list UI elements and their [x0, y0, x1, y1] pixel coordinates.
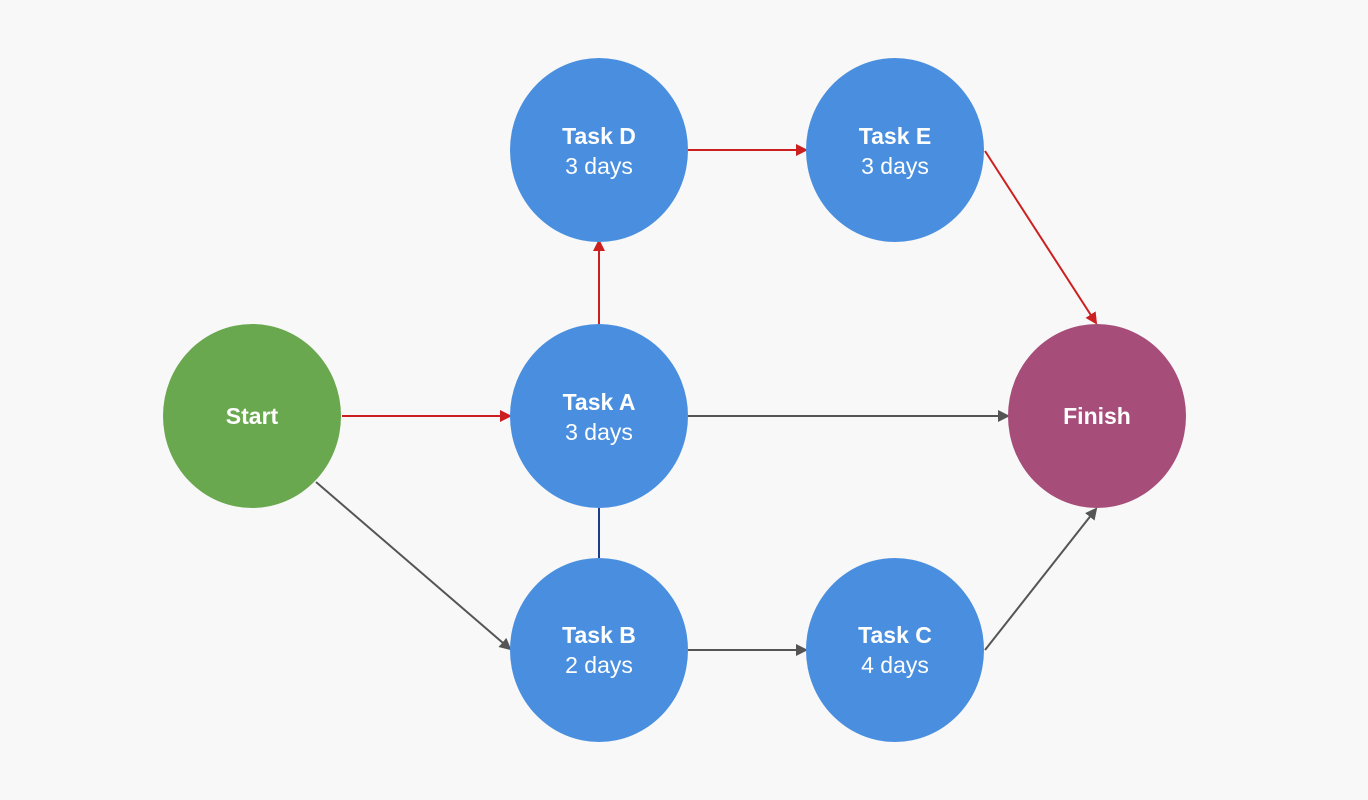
node-task-b-duration: 2 days — [565, 652, 633, 678]
node-task-e[interactable]: Task E 3 days — [806, 58, 984, 242]
node-task-d-duration: 3 days — [565, 153, 633, 179]
node-task-c-duration: 4 days — [861, 652, 929, 678]
node-task-b-title: Task B — [562, 622, 636, 648]
node-task-a-duration: 3 days — [565, 419, 633, 445]
node-task-b-circle — [510, 558, 688, 742]
node-finish-label: Finish — [1063, 403, 1131, 429]
node-task-e-title: Task E — [859, 123, 931, 149]
node-start[interactable]: Start — [163, 324, 341, 508]
node-task-d-title: Task D — [562, 123, 636, 149]
node-finish[interactable]: Finish — [1008, 324, 1186, 508]
node-task-a-title: Task A — [563, 389, 636, 415]
node-finish-circle — [1008, 324, 1186, 508]
node-task-c[interactable]: Task C 4 days — [806, 558, 984, 742]
node-start-label: Start — [226, 403, 279, 429]
node-task-a[interactable]: Task A 3 days — [510, 324, 688, 508]
node-task-a-circle — [510, 324, 688, 508]
edge-task-c-to-finish — [984, 507, 1098, 651]
node-start-circle — [163, 324, 341, 508]
node-task-e-circle — [806, 58, 984, 242]
node-task-c-circle — [806, 558, 984, 742]
node-task-d-circle — [510, 58, 688, 242]
node-task-d[interactable]: Task D 3 days — [510, 58, 688, 242]
edges — [315, 144, 1098, 656]
edge-start-to-task-b — [315, 481, 512, 651]
node-task-c-title: Task C — [858, 622, 932, 648]
node-task-b[interactable]: Task B 2 days — [510, 558, 688, 742]
edge-task-e-to-finish — [984, 150, 1098, 325]
node-task-e-duration: 3 days — [861, 153, 929, 179]
